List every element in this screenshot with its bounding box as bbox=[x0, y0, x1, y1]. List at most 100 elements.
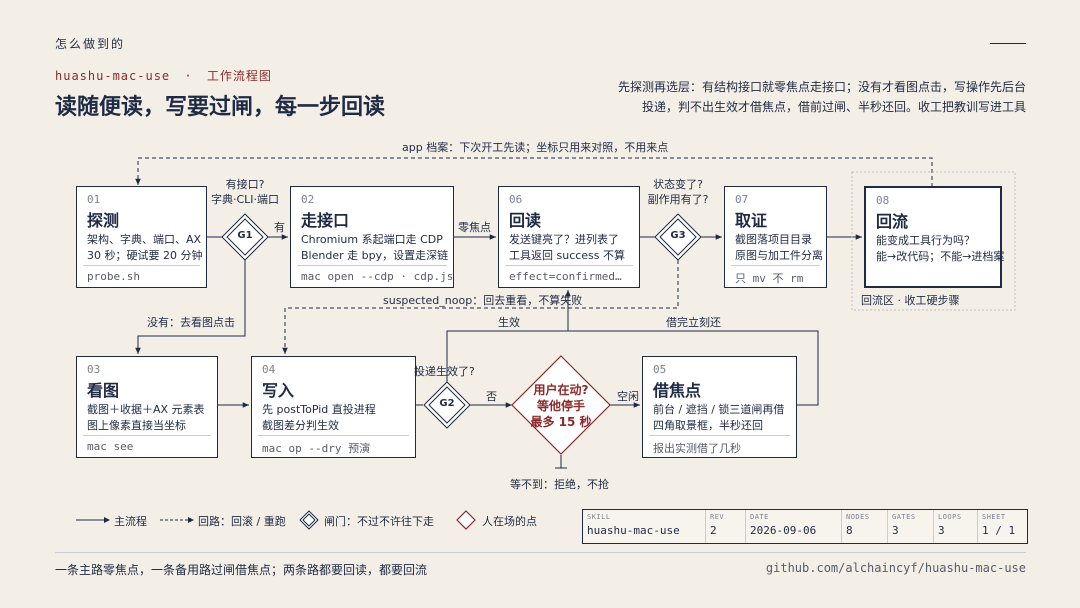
node-title: 借焦点 bbox=[653, 381, 702, 400]
zero-focus-label: 零焦点 bbox=[458, 221, 491, 234]
footer-rule bbox=[55, 552, 1026, 553]
node-title: 写入 bbox=[262, 381, 295, 400]
gate-g3 bbox=[654, 213, 702, 261]
no-interface-label: 没有：去看图点击 bbox=[147, 316, 235, 329]
node-desc-1: 截图＋收据＋AX 元素表 bbox=[87, 403, 205, 416]
gate-g2-label: G2 bbox=[439, 398, 455, 409]
loop-zone-label: 回流区 · 收工硬步骤 bbox=[861, 294, 960, 307]
no-label: 否 bbox=[486, 390, 497, 403]
meta-key: GATES bbox=[892, 513, 916, 521]
g3-question-2: 副作用有了? bbox=[647, 193, 709, 206]
g3-question: 状态变了? 副作用有了? bbox=[628, 177, 728, 207]
meta-sheet: SHEET 1 / 1 bbox=[977, 510, 1027, 543]
node-borrow-focus: 05 借焦点 前台 / 遮挡 / 锁三道闸再借 四角取景框，半秒还回 报出实测借… bbox=[642, 356, 797, 458]
meta-key: SKILL bbox=[587, 513, 611, 521]
node-desc-2: Blender 走 bpy，设置走深链 bbox=[301, 249, 449, 262]
meta-key: LOOPS bbox=[938, 513, 962, 521]
node-command: 只 mv 不 rm bbox=[735, 272, 804, 285]
node-backflow: 08 回流 能变成工具行为吗？ 能→改代码；不能→进档案 bbox=[864, 186, 1005, 288]
node-title: 回流 bbox=[876, 212, 909, 231]
node-divider bbox=[83, 435, 211, 436]
human-line-1: 用户在动? bbox=[533, 383, 589, 397]
node-title: 看图 bbox=[87, 381, 120, 400]
node-evidence: 07 取证 截图落项目目录 原图与加工件分离 只 mv 不 rm bbox=[724, 186, 827, 288]
node-divider bbox=[731, 265, 820, 266]
node-title: 走接口 bbox=[301, 211, 350, 230]
node-divider bbox=[297, 265, 447, 266]
effective-label: 生效 bbox=[498, 316, 520, 329]
gate-g2 bbox=[423, 381, 471, 429]
gate-g3-label: G3 bbox=[670, 230, 686, 241]
meta-key: SHEET bbox=[982, 513, 1006, 521]
g1-question: 有接口? 字典·CLI·端口 bbox=[195, 177, 295, 207]
node-desc-1: 架构、字典、端口、AX bbox=[87, 233, 202, 246]
legend-loop-swatch bbox=[160, 517, 194, 523]
section-label: 怎么做到的 bbox=[55, 37, 126, 51]
intro-line-1: 先探测再选层：有结构接口就零焦点走接口；没有才看图点击，写操作先后台 bbox=[617, 80, 1026, 94]
meta-value: 3 bbox=[938, 524, 945, 537]
meta-value: 2 bbox=[710, 524, 717, 537]
node-desc-1: 发送键亮了？进列表了 bbox=[509, 233, 619, 246]
meta-gates: GATES 3 bbox=[887, 510, 933, 543]
legend-gate-swatch bbox=[299, 510, 319, 530]
edge-05-06 bbox=[568, 330, 819, 406]
node-title: 回读 bbox=[509, 211, 542, 230]
node-write: 04 写入 先 postToPid 直投进程 截图差分判生效 mac op --… bbox=[251, 356, 416, 458]
node-see: 03 看图 截图＋收据＋AX 元素表 图上像素直接当坐标 mac see bbox=[76, 356, 218, 458]
meta-value: 1 / 1 bbox=[982, 524, 1016, 537]
node-divider bbox=[83, 265, 200, 266]
meta-key: NODES bbox=[846, 513, 870, 521]
node-desc-2: 四角取景框，半秒还回 bbox=[653, 419, 763, 432]
node-desc-1: 先 postToPid 直投进程 bbox=[262, 403, 376, 416]
node-desc-1: Chromium 系起端口走 CDP bbox=[301, 233, 443, 246]
node-number: 02 bbox=[301, 193, 315, 206]
node-desc-2: 图上像素直接当坐标 bbox=[87, 419, 186, 432]
footer-note: 一条主路零焦点，一条备用路过闸借焦点；两条路都要回读，都要回流 bbox=[55, 563, 428, 577]
node-probe: 01 探测 架构、字典、端口、AX 30 秒；硬试要 20 分钟 probe.s… bbox=[76, 186, 207, 288]
archive-label: app 档案：下次开工先读；坐标只用来对照，不用来点 bbox=[402, 141, 669, 154]
node-number: 08 bbox=[876, 194, 890, 207]
node-divider bbox=[505, 265, 633, 266]
node-desc-2: 工具返回 success 不算 bbox=[509, 249, 626, 262]
node-command: effect=confirmed… bbox=[509, 270, 622, 283]
gate-g1 bbox=[221, 213, 269, 261]
node-number: 05 bbox=[653, 363, 667, 376]
meta-skill: SKILL huashu-mac-use bbox=[583, 510, 705, 543]
kicker-dot: · bbox=[184, 69, 193, 83]
node-desc-2: 截图差分判生效 bbox=[262, 419, 339, 432]
node-command: mac see bbox=[87, 440, 134, 453]
node-desc-1: 前台 / 遮挡 / 锁三道闸再借 bbox=[653, 403, 785, 416]
g1-question-1: 有接口? bbox=[225, 178, 265, 191]
gate-g1-label: G1 bbox=[237, 230, 253, 241]
legend-main: 主流程 bbox=[114, 515, 147, 528]
intro-line-2: 投递，判不出生效才借焦点，借前过闸、半秒还回。收工把教训写进工具 bbox=[641, 100, 1026, 114]
meta-key: DATE bbox=[750, 513, 769, 521]
meta-value: 2026-09-06 bbox=[750, 524, 817, 537]
meta-loops: LOOPS 3 bbox=[933, 510, 977, 543]
node-title: 探测 bbox=[87, 211, 120, 230]
footer-link[interactable]: github.com/alchaincyf/huashu-mac-use bbox=[765, 561, 1026, 575]
intro-text: 先探测再选层：有结构接口就零焦点走接口；没有才看图点击，写操作先后台 投递，判不… bbox=[618, 77, 1026, 117]
g3-question-1: 状态变了? bbox=[653, 178, 703, 191]
node-number: 04 bbox=[262, 363, 276, 376]
node-interface: 02 走接口 Chromium 系起端口走 CDP Blender 走 bpy，… bbox=[290, 186, 454, 288]
edge-g1-03 bbox=[135, 260, 246, 354]
node-desc-1: 截图落项目目录 bbox=[735, 233, 812, 246]
node-divider bbox=[649, 435, 790, 436]
meta-rev: REV 2 bbox=[705, 510, 745, 543]
node-command: 报出实测借了几秒 bbox=[653, 442, 741, 455]
timeout-label: 等不到：拒绝，不抢 bbox=[510, 478, 609, 491]
suspected-loop-path bbox=[282, 260, 679, 354]
edge-g2-06 bbox=[446, 290, 571, 383]
node-number: 07 bbox=[735, 193, 749, 206]
node-desc-1: 能变成工具行为吗？ bbox=[876, 234, 975, 247]
return-now-label: 借完立刻还 bbox=[666, 316, 721, 329]
node-desc-2: 能→改代码；不能→进档案 bbox=[876, 250, 1005, 263]
node-number: 01 bbox=[87, 193, 101, 206]
yes-label: 有 bbox=[274, 221, 285, 234]
node-command: probe.sh bbox=[87, 270, 140, 283]
kicker-rest: 工作流程图 bbox=[206, 69, 272, 83]
legend-gate: 闸门：不过不许往下走 bbox=[324, 515, 434, 528]
